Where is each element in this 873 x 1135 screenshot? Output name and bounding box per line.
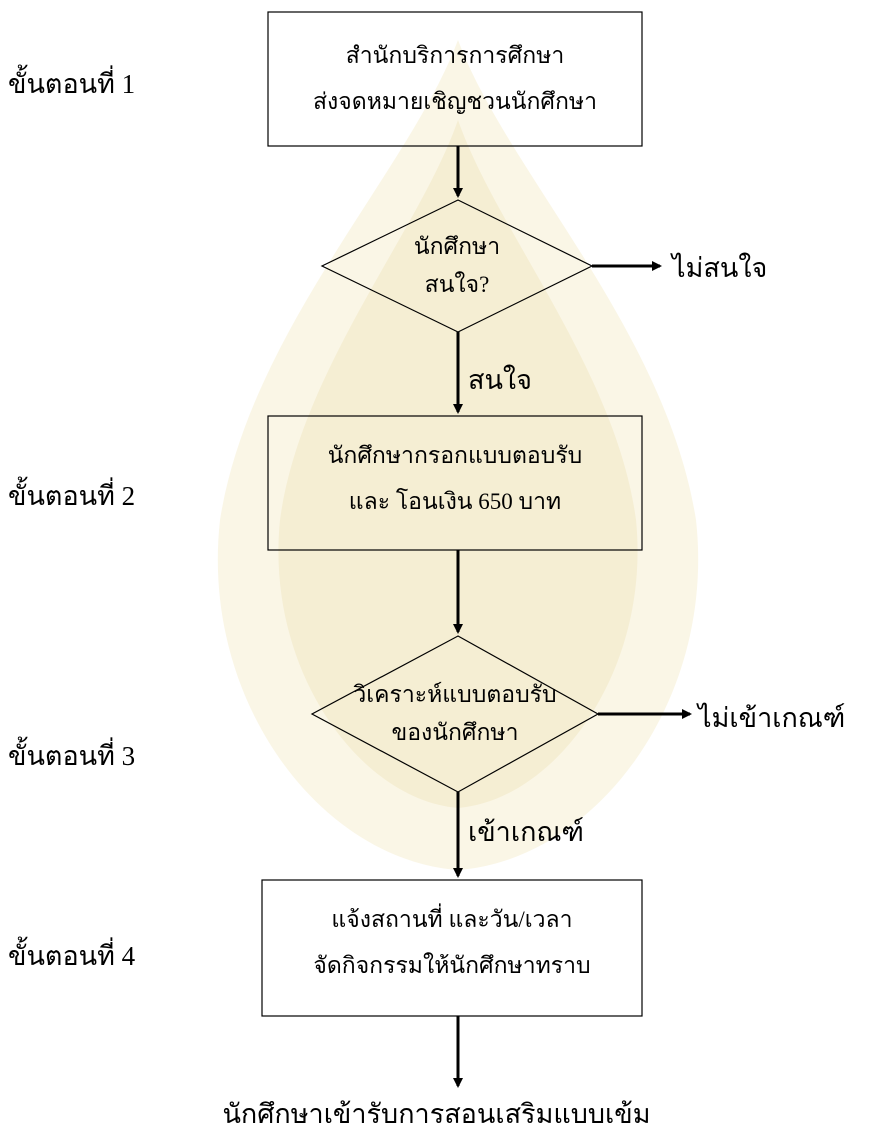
process-box-1 (267, 11, 643, 147)
step-label-4: ขั้นตอนที่ 4 (8, 941, 136, 971)
decision1-line1: นักศึกษา (413, 234, 501, 259)
decision2-no-label: ไม่เข้าเกณฑ์ (698, 703, 846, 733)
decision-2-text: วิเคราะห์แบบตอบรับ ของนักศึกษา (312, 676, 598, 752)
process-box-3-text: แจ้งสถานที่ และวัน/เวลา จัดกิจกรรมให้นัก… (262, 900, 642, 986)
box3-line2: จัดกิจกรรมให้นักศึกษาทราบ (313, 953, 591, 978)
box1-line2: ส่งจดหมายเชิญชวนนักศึกษา (313, 89, 597, 114)
process-box-2-text: นักศึกษากรอกแบบตอบรับ และ โอนเงิน 650 บา… (268, 436, 642, 522)
final-outcome-label: นักศึกษาเข้ารับการสอนเสริมแบบเข้ม (222, 1099, 651, 1129)
decision1-no-label: ไม่สนใจ (672, 253, 768, 283)
decision1-yes-label: สนใจ (468, 365, 532, 395)
process-box-3 (261, 879, 643, 1017)
decision2-line2: ของนักศึกษา (391, 720, 519, 745)
box1-line1: สำนักบริการการศึกษา (345, 43, 565, 68)
step-label-3: ขั้นตอนที่ 3 (8, 741, 136, 771)
process-box-1-text: สำนักบริการการศึกษา ส่งจดหมายเชิญชวนนักศ… (268, 36, 642, 122)
step-label-1: ขั้นตอนที่ 1 (8, 69, 136, 99)
decision2-line1: วิเคราะห์แบบตอบรับ (353, 682, 557, 707)
box2-line1: นักศึกษากรอกแบบตอบรับ (327, 443, 583, 468)
step-label-2: ขั้นตอนที่ 2 (8, 481, 136, 511)
decision-1-text: นักศึกษา สนใจ? (322, 228, 592, 304)
box2-line2: และ โอนเงิน 650 บาท (348, 489, 562, 514)
decision2-yes-label: เข้าเกณฑ์ (468, 817, 584, 847)
decision1-line2: สนใจ? (424, 272, 490, 297)
box3-line1: แจ้งสถานที่ และวัน/เวลา (331, 907, 573, 932)
process-box-2 (267, 415, 643, 551)
